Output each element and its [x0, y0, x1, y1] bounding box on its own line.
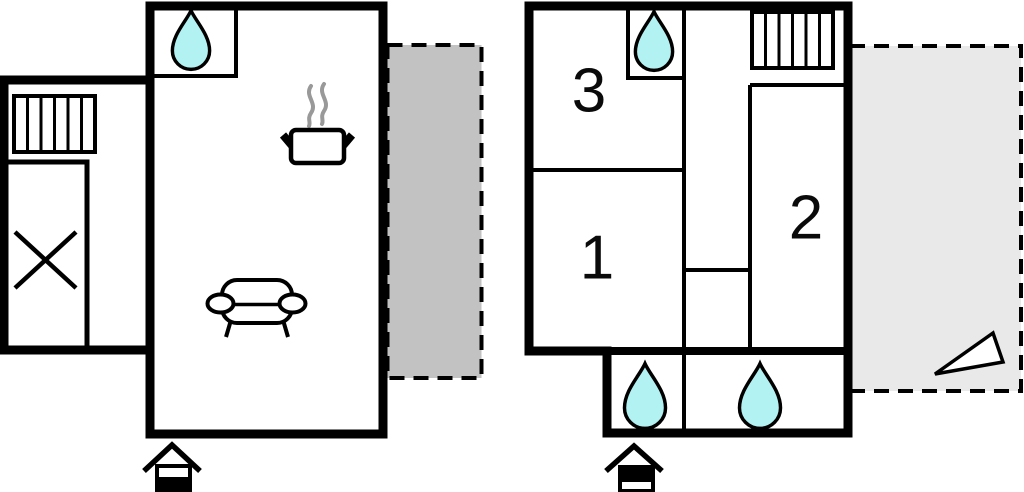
radiator-icon	[12, 94, 97, 154]
room-label-3: 3	[572, 57, 606, 126]
room-label-2: 2	[789, 184, 823, 253]
terrace-left	[385, 43, 484, 380]
sofa-icon	[205, 278, 308, 338]
right-unit-inner-walls	[531, 8, 846, 431]
left-unit-floorplan	[0, 1, 388, 492]
right-unit-floor	[529, 6, 848, 433]
entrance-icon-right	[604, 442, 664, 492]
right-unit-floorplan: 3 1 2	[524, 1, 1006, 492]
radiator-icon	[750, 10, 835, 70]
crossed-storage-room	[1, 159, 90, 353]
left-annex-walls	[0, 75, 155, 355]
direction-triangle-icon	[933, 330, 1006, 376]
right-unit-outer-walls	[524, 1, 853, 438]
entrance-icon-left	[142, 441, 202, 492]
stove-pot-icon	[279, 82, 356, 166]
room-label-1: 1	[580, 224, 614, 293]
